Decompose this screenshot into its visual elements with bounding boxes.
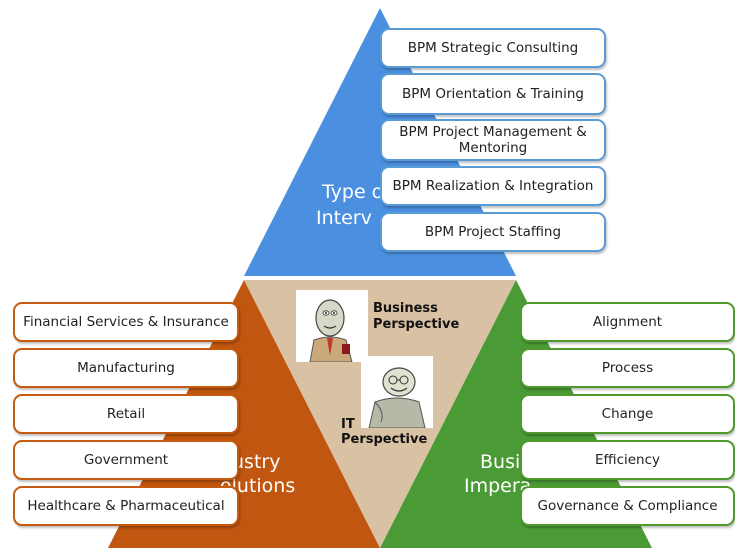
- businessman-cartoon-icon: [296, 290, 368, 362]
- imperative-item-change: Change: [520, 394, 735, 434]
- right-section-label-line1: Busi: [480, 451, 521, 473]
- it-person-cartoon-icon: [361, 356, 433, 428]
- top-section-label-line2: Interv: [316, 207, 372, 229]
- right-section-label-line2: Impera: [464, 475, 532, 497]
- industry-item-manufacturing: Manufacturing: [13, 348, 239, 388]
- top-section-label-line1: Type o: [322, 181, 384, 203]
- left-section-label-line2: olutions: [220, 475, 296, 497]
- business-perspective-line2: Perspective: [373, 317, 460, 332]
- right-triangle: [380, 280, 652, 548]
- industry-item-government: Government: [13, 440, 239, 480]
- intervention-item-project-management: BPM Project Management & Mentoring: [380, 119, 606, 161]
- imperative-item-alignment: Alignment: [520, 302, 735, 342]
- intervention-item-realization-integration: BPM Realization & Integration: [380, 166, 606, 206]
- it-perspective-line1: IT: [341, 417, 355, 432]
- left-section-label-line1: ustry: [232, 451, 281, 473]
- industry-item-retail: Retail: [13, 394, 239, 434]
- industry-item-financial-services: Financial Services & Insurance: [13, 302, 239, 342]
- it-perspective-line2: Perspective: [341, 432, 428, 447]
- intervention-item-orientation-training: BPM Orientation & Training: [380, 73, 606, 115]
- imperative-item-efficiency: Efficiency: [520, 440, 735, 480]
- imperative-item-governance: Governance & Compliance: [520, 486, 735, 526]
- intervention-item-strategic-consulting: BPM Strategic Consulting: [380, 28, 606, 68]
- business-perspective-line1: Business: [373, 301, 438, 316]
- intervention-item-project-staffing: BPM Project Staffing: [380, 212, 606, 252]
- left-triangle: [108, 280, 380, 548]
- imperative-item-process: Process: [520, 348, 735, 388]
- industry-item-healthcare: Healthcare & Pharmaceutical: [13, 486, 239, 526]
